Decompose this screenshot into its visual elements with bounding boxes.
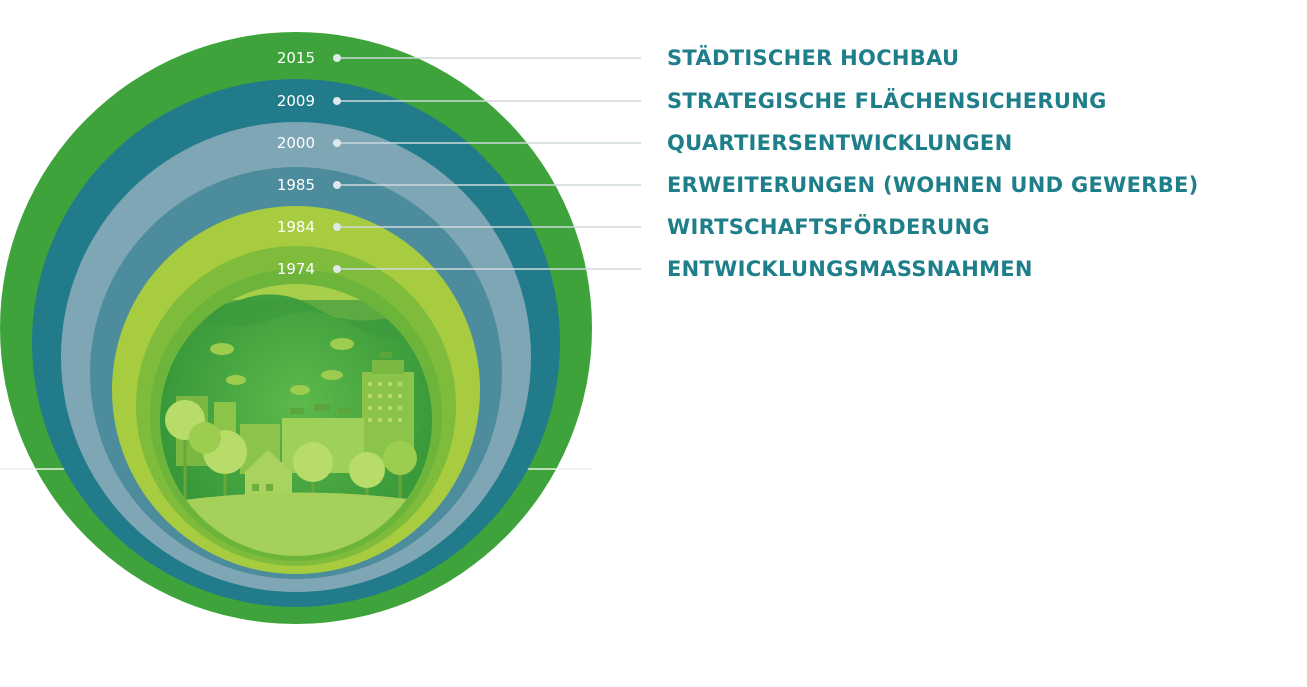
year-1985: 1985 <box>277 176 315 194</box>
label-staedtischer-hochbau: STÄDTISCHER HOCHBAU <box>667 46 960 70</box>
leader-dot-2000 <box>333 139 341 147</box>
label-entwicklungsmassnahmen: ENTWICKLUNGSMASSNAHMEN <box>667 257 1033 281</box>
leader-dot-1984 <box>333 223 341 231</box>
year-1984: 1984 <box>277 218 315 236</box>
label-quartiersentwicklungen: QUARTIERSENTWICKLUNGEN <box>667 131 1013 155</box>
label-wirtschaftsfoerderung: WIRTSCHAFTSFÖRDERUNG <box>667 215 990 239</box>
year-2000: 2000 <box>277 134 315 152</box>
leader-dot-1985 <box>333 181 341 189</box>
year-2015: 2015 <box>277 49 315 67</box>
label-strategische-flaechensicherung: STRATEGISCHE FLÄCHENSICHERUNG <box>667 89 1107 113</box>
leader-dot-2015 <box>333 54 341 62</box>
leader-dot-2009 <box>333 97 341 105</box>
label-erweiterungen: ERWEITERUNGEN (WOHNEN UND GEWERBE) <box>667 173 1199 197</box>
year-1974: 1974 <box>277 260 315 278</box>
year-2009: 2009 <box>277 92 315 110</box>
leader-dot-1974 <box>333 265 341 273</box>
